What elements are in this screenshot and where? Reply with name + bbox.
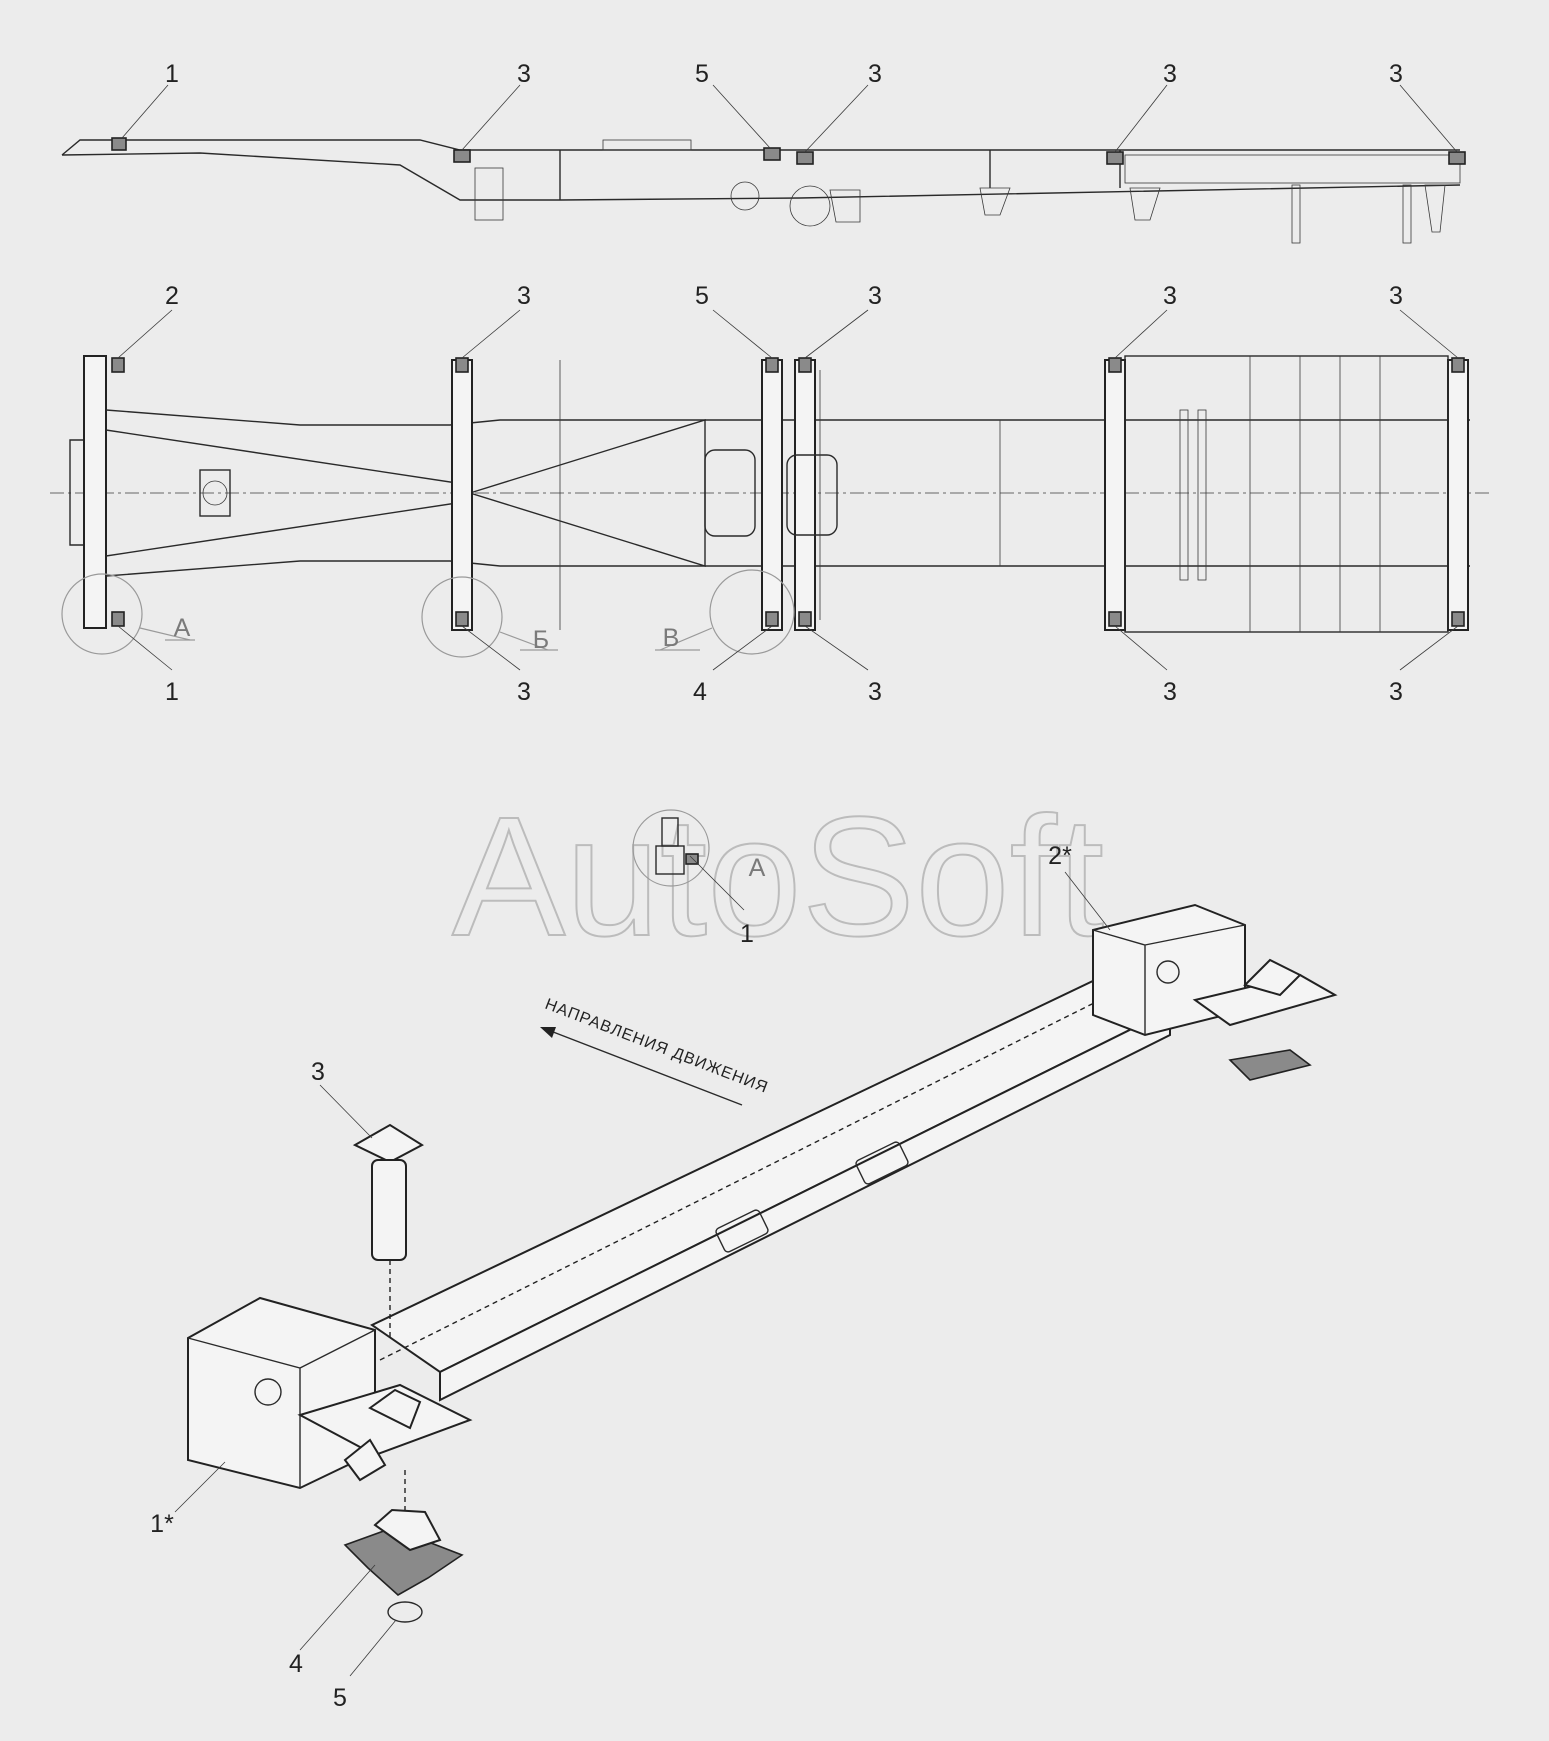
detail-ref-a: А bbox=[174, 614, 191, 642]
callout-bottom-6: 3 bbox=[1389, 678, 1403, 706]
detail-circle-a bbox=[61, 573, 143, 655]
callout-top-4: 3 bbox=[868, 282, 882, 310]
callout-side-2: 3 bbox=[517, 60, 531, 88]
callout-exploded-3: 3 bbox=[311, 1058, 325, 1086]
callout-bottom-5: 3 bbox=[1163, 678, 1177, 706]
callout-side-5: 3 bbox=[1163, 60, 1177, 88]
top-view-frame bbox=[50, 355, 1490, 658]
callout-top-6: 3 bbox=[1389, 282, 1403, 310]
direction-label: НАПРАВЛЕНИЯ ДВИЖЕНИЯ bbox=[543, 996, 771, 1097]
callout-side-3: 5 bbox=[695, 60, 709, 88]
callout-top-1: 2 bbox=[165, 282, 179, 310]
callout-top-2: 3 bbox=[517, 282, 531, 310]
end-bracket-right bbox=[1092, 903, 1338, 1081]
callout-top-3: 5 bbox=[695, 282, 709, 310]
inset-ref-a: А bbox=[749, 854, 766, 882]
knob-part-4 bbox=[343, 1470, 464, 1596]
watermark: AutoSoft bbox=[452, 782, 1104, 972]
direction-indicator: НАПРАВЛЕНИЯ ДВИЖЕНИЯ bbox=[540, 996, 771, 1106]
callout-side-4: 3 bbox=[868, 60, 882, 88]
callout-exploded-4: 4 bbox=[289, 1650, 303, 1678]
crossbeam bbox=[370, 978, 1173, 1402]
side-view-frame bbox=[61, 137, 1466, 244]
callout-bottom-2: 3 bbox=[517, 678, 531, 706]
callout-exploded-2star: 2* bbox=[1048, 842, 1072, 870]
detail-circle-b bbox=[421, 576, 503, 658]
top-view-callouts-top: 2 3 5 3 3 3 bbox=[165, 282, 1403, 310]
exploded-leaders bbox=[174, 871, 1111, 1677]
exploded-callouts: 2* 3 1* 4 5 bbox=[150, 842, 1072, 1712]
callout-side-1: 1 bbox=[165, 60, 179, 88]
callout-side-6: 3 bbox=[1389, 60, 1403, 88]
callout-exploded-1star: 1* bbox=[150, 1510, 174, 1538]
top-view-callouts-bottom: 1 3 4 3 3 3 bbox=[165, 678, 1403, 706]
callout-exploded-5: 5 bbox=[333, 1684, 347, 1712]
detail-inset: А 1 bbox=[632, 809, 766, 948]
detail-references: А Б В bbox=[174, 614, 680, 654]
side-view-leaders bbox=[121, 84, 1458, 153]
top-view-leaders bbox=[117, 309, 1459, 671]
detail-ref-b: Б bbox=[533, 626, 549, 654]
callout-bottom-4: 3 bbox=[868, 678, 882, 706]
callout-bottom-3: 4 bbox=[693, 678, 707, 706]
ring-part-5 bbox=[387, 1601, 423, 1623]
detail-ref-v: В bbox=[663, 624, 680, 652]
end-bracket-left bbox=[187, 1296, 473, 1490]
side-view-callouts: 1 3 5 3 3 3 bbox=[165, 60, 1403, 88]
pin-part-3 bbox=[352, 1123, 424, 1340]
callout-top-5: 3 bbox=[1163, 282, 1177, 310]
callout-bottom-1: 1 bbox=[165, 678, 179, 706]
inset-callout: 1 bbox=[740, 920, 754, 948]
detail-circle-v bbox=[709, 569, 795, 655]
